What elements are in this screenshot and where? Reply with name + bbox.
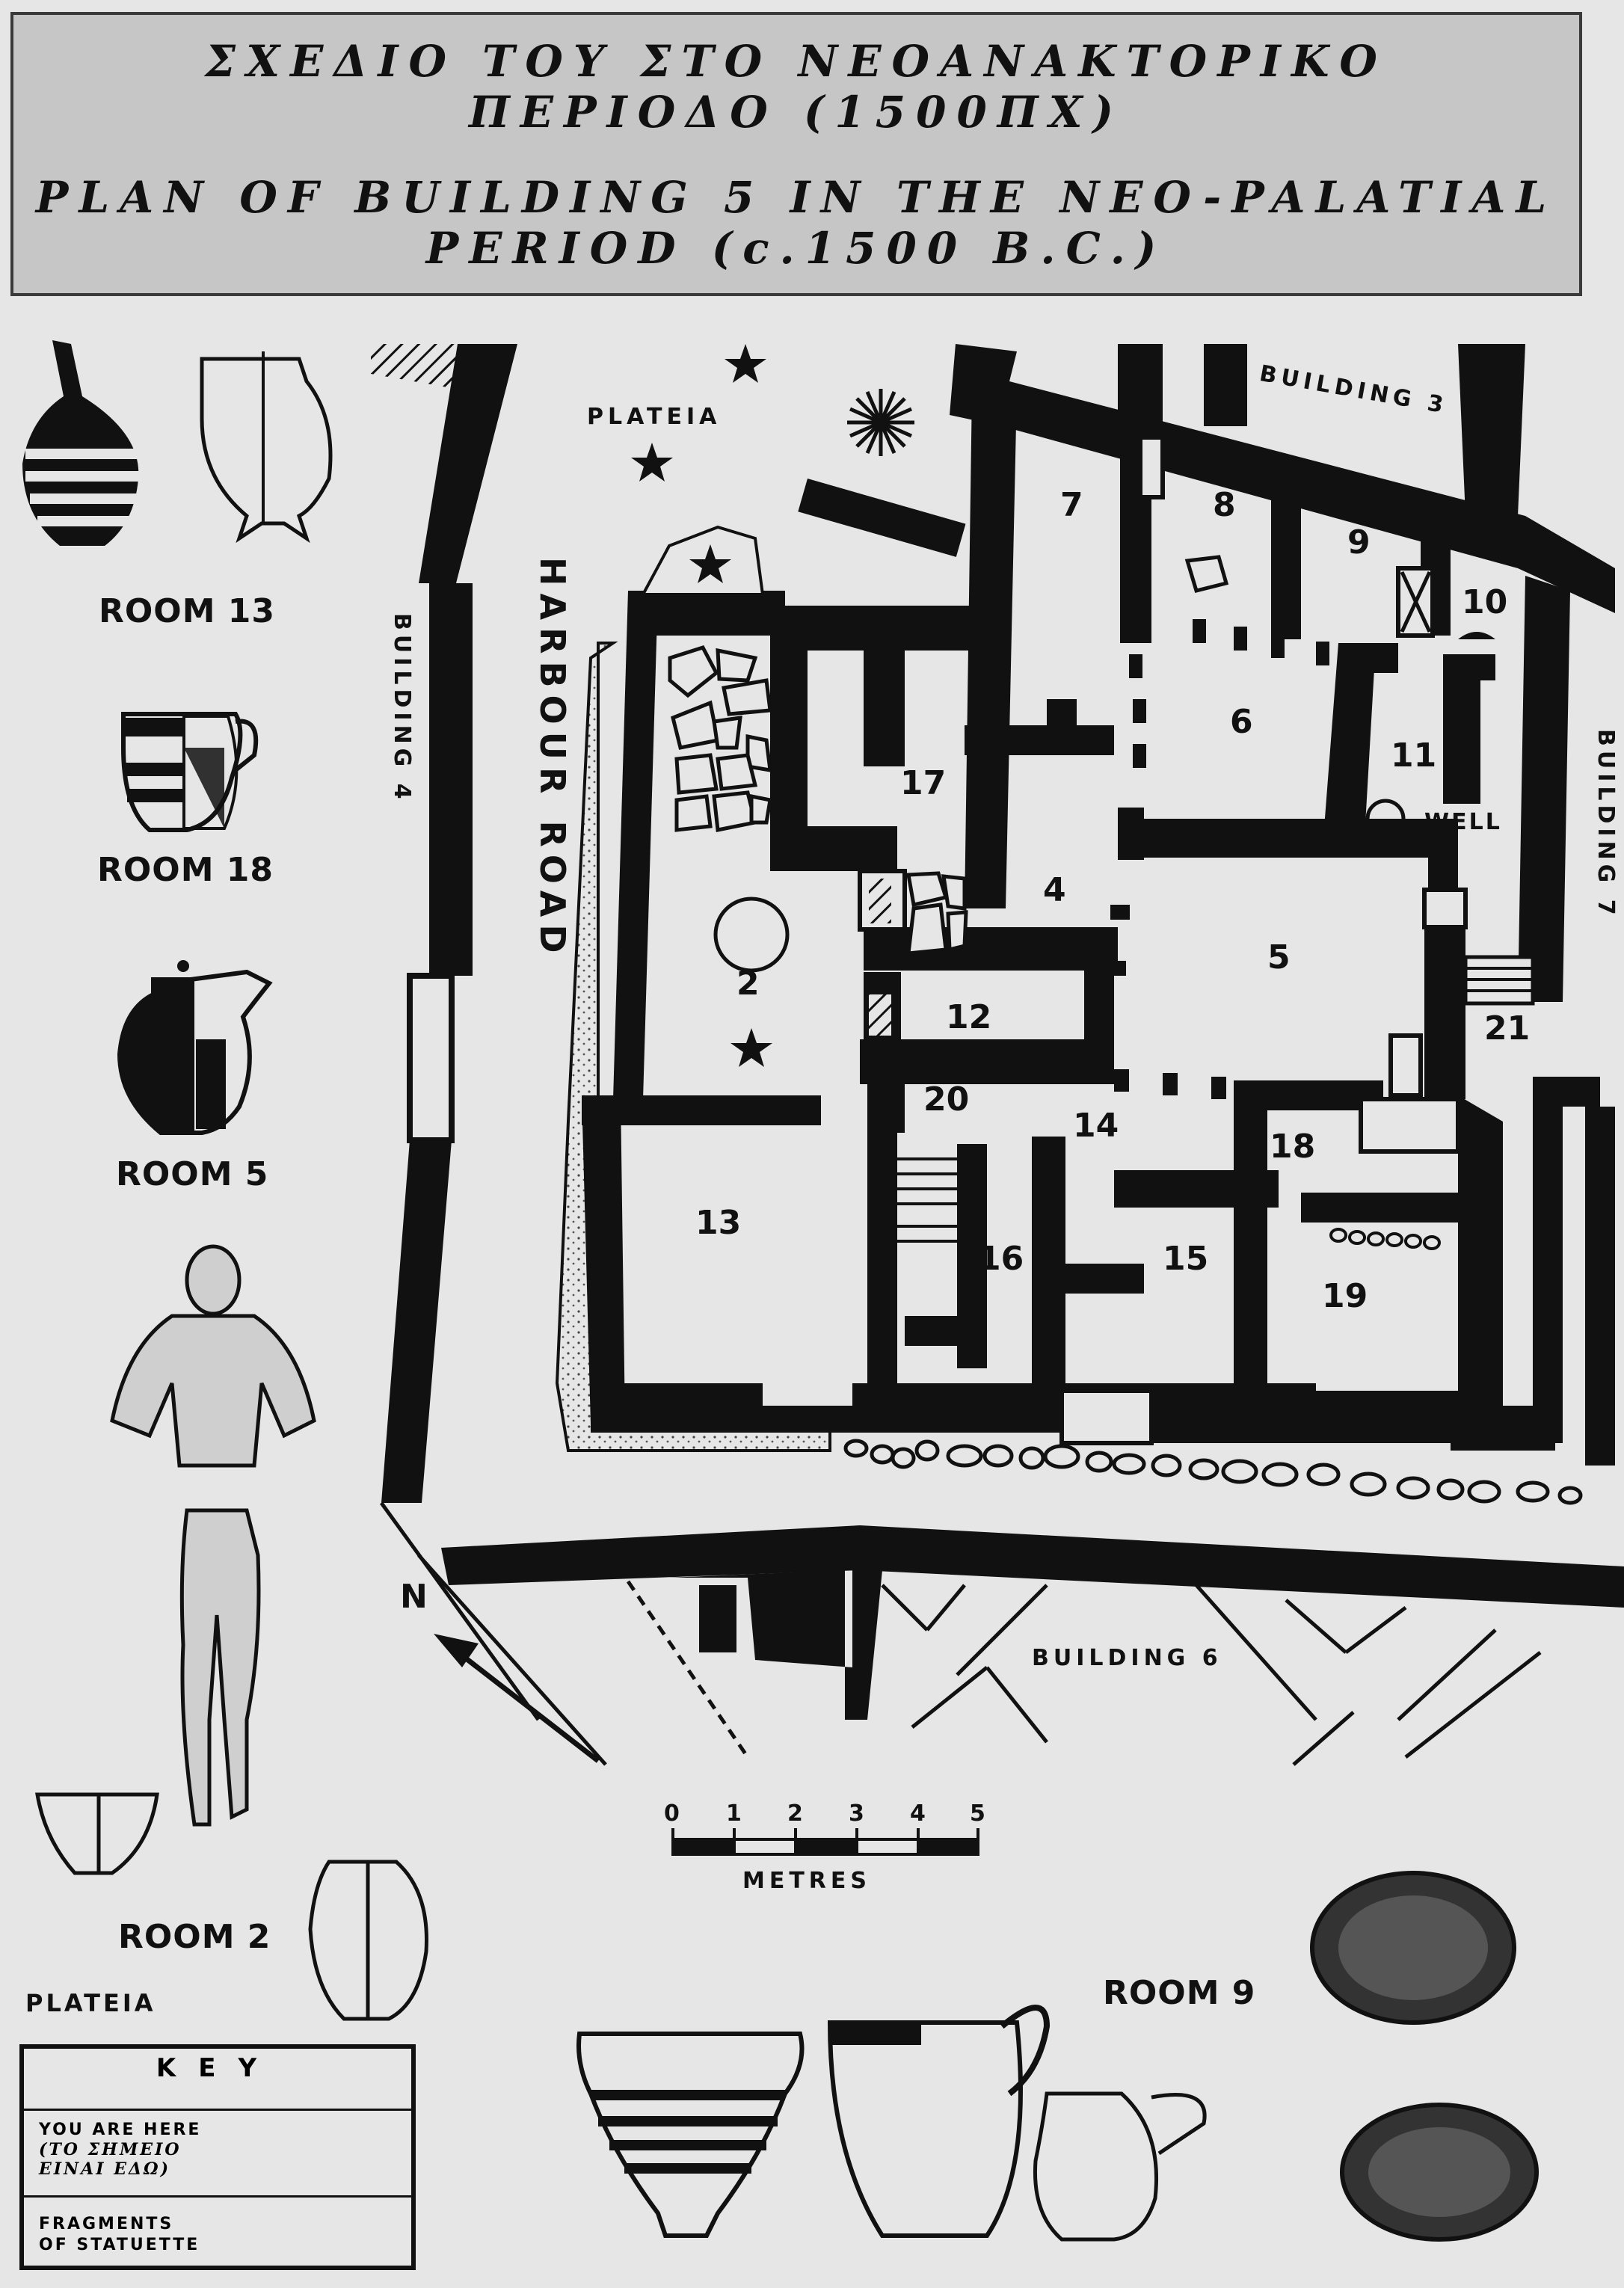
- plateia-caption: PLATEIA: [25, 1989, 156, 2017]
- title-box: ΣΧΕΔΙΟ ΤΟΥ ΣΤΟ ΝΕΟΑΝΑΚΤΟΡΙΚΟ ΠΕΡΙΟΔΟ (15…: [10, 12, 1582, 296]
- scale-tick-0: 0: [664, 1800, 680, 1827]
- door-openings: [1107, 619, 1329, 1099]
- building-6-label: BUILDING 6: [1032, 1645, 1222, 1671]
- star-icon: [725, 344, 766, 383]
- scale-bar: [671, 1828, 979, 1856]
- key-you-are-here-greek-1: (ΤΟ ΣΗΜΕΙΟ: [39, 2140, 182, 2159]
- room-7-number: 7: [1060, 486, 1083, 524]
- room-2-vessels: [35, 1792, 428, 2021]
- room-20-number: 20: [923, 1080, 970, 1119]
- well-label: WELL: [1424, 809, 1502, 835]
- scale-tick-5: 5: [970, 1800, 985, 1827]
- room-2-caption: ROOM 2: [118, 1918, 271, 1956]
- star-icon: [689, 544, 731, 583]
- title-greek-line1: ΣΧΕΔΙΟ ΤΟΥ ΣΤΟ ΝΕΟΑΝΑΚΤΟΡΙΚΟ: [205, 36, 1388, 87]
- room-9-number: 9: [1347, 523, 1371, 562]
- room-5-number: 5: [1267, 938, 1291, 977]
- room-2-pit: [713, 897, 790, 973]
- well-circle: [1365, 799, 1406, 839]
- legend-key: KEY YOU ARE HERE (ΤΟ ΣΗΜΕΙΟ ΕΙΝΑΙ ΕΔΩ) F…: [19, 2044, 416, 2270]
- north-arrow: [434, 1634, 600, 1763]
- statuette-figure: [110, 1244, 316, 1827]
- plan-edge-a: [417, 1554, 607, 1766]
- room-2-number: 2: [736, 965, 760, 1003]
- room-5-vessel: [117, 960, 273, 1135]
- room-14-number: 14: [1073, 1107, 1119, 1145]
- hatched-threshold-b: [869, 994, 891, 1036]
- you-are-here-sun-icon: [847, 389, 914, 456]
- plateia-label: PLATEIA: [587, 404, 722, 430]
- room-8-number: 8: [1213, 486, 1236, 524]
- stone-row-room-19: [1329, 1228, 1441, 1250]
- room-15-number: 15: [1163, 1240, 1209, 1278]
- room-6-number: 6: [1230, 703, 1253, 741]
- room-9-vessels: [576, 1871, 1539, 2242]
- key-divider-1: [24, 2109, 411, 2111]
- room-5-caption: ROOM 5: [116, 1155, 269, 1193]
- key-title: KEY: [156, 2053, 280, 2083]
- title-english-line1: PLAN OF BUILDING 5 IN THE NEO-PALATIAL: [35, 172, 1557, 223]
- paving-stones: [668, 645, 968, 956]
- plan-edge-diagonal: [379, 1501, 541, 1721]
- north-label: N: [400, 1578, 428, 1616]
- striped-jug-icon: [22, 340, 139, 546]
- key-divider-2: [24, 2195, 411, 2198]
- room-13-caption: ROOM 13: [99, 592, 276, 630]
- spotted-jug-icon: [827, 2020, 1023, 2238]
- key-fragments-1: FRAGMENTS: [39, 2215, 174, 2233]
- building-5-walls: [582, 344, 1615, 1466]
- room-8-stone: [1184, 555, 1229, 594]
- scale-tick-4: 4: [910, 1800, 926, 1827]
- room-13-vessels: [22, 340, 333, 546]
- title-greek-line2: ΠΕΡΙΟΔΟ (1500ΠΧ): [468, 87, 1125, 138]
- harbour-road-label: HARBOUR ROAD: [532, 557, 573, 961]
- tulip-cup-icon: [576, 2032, 805, 2238]
- building-6: [441, 1525, 1624, 1766]
- room-9-caption: ROOM 9: [1103, 1974, 1256, 2012]
- scale-tick-2: 2: [787, 1800, 803, 1827]
- room-18-number: 18: [1270, 1128, 1316, 1166]
- key-you-are-here-greek-2: ΕΙΝΑΙ ΕΔΩ): [39, 2159, 171, 2179]
- room-18-vessel: [121, 712, 259, 832]
- small-jug-icon: [1033, 2091, 1159, 2242]
- building-4-wall: [381, 344, 517, 1503]
- star-icon: [631, 443, 673, 482]
- room-13-number: 13: [695, 1204, 742, 1242]
- room-21-number: 21: [1484, 1009, 1531, 1048]
- scale-unit-label: METRES: [742, 1868, 872, 1894]
- title-english-line2: PERIOD (c.1500 B.C.): [425, 223, 1167, 274]
- room-16-number: 16: [978, 1240, 1024, 1278]
- room-10-number: 10: [1462, 583, 1508, 621]
- scale-tick-3: 3: [849, 1800, 864, 1827]
- boulder-row: [843, 1439, 1583, 1505]
- key-you-are-here: YOU ARE HERE: [39, 2121, 202, 2139]
- star-icon: [731, 1028, 772, 1067]
- scale-tick-1: 1: [726, 1800, 742, 1827]
- hatched-threshold-a: [869, 879, 891, 923]
- room-19-number: 19: [1322, 1277, 1368, 1315]
- hatched-corner: [371, 344, 464, 389]
- room-12-number: 12: [946, 998, 992, 1036]
- room-4-number: 4: [1043, 871, 1066, 909]
- amphora-icon: [200, 357, 333, 544]
- room-18-caption: ROOM 18: [97, 851, 274, 889]
- room-17-number: 17: [900, 764, 947, 802]
- key-fragments-2: OF STATUETTE: [39, 2236, 200, 2254]
- building-4-label: BUILDING 4: [389, 613, 415, 804]
- room-10-feature: [1458, 632, 1495, 639]
- room-11-number: 11: [1391, 736, 1437, 775]
- building-7-label: BUILDING 7: [1593, 729, 1619, 920]
- road-edge-dotted: [555, 642, 831, 1452]
